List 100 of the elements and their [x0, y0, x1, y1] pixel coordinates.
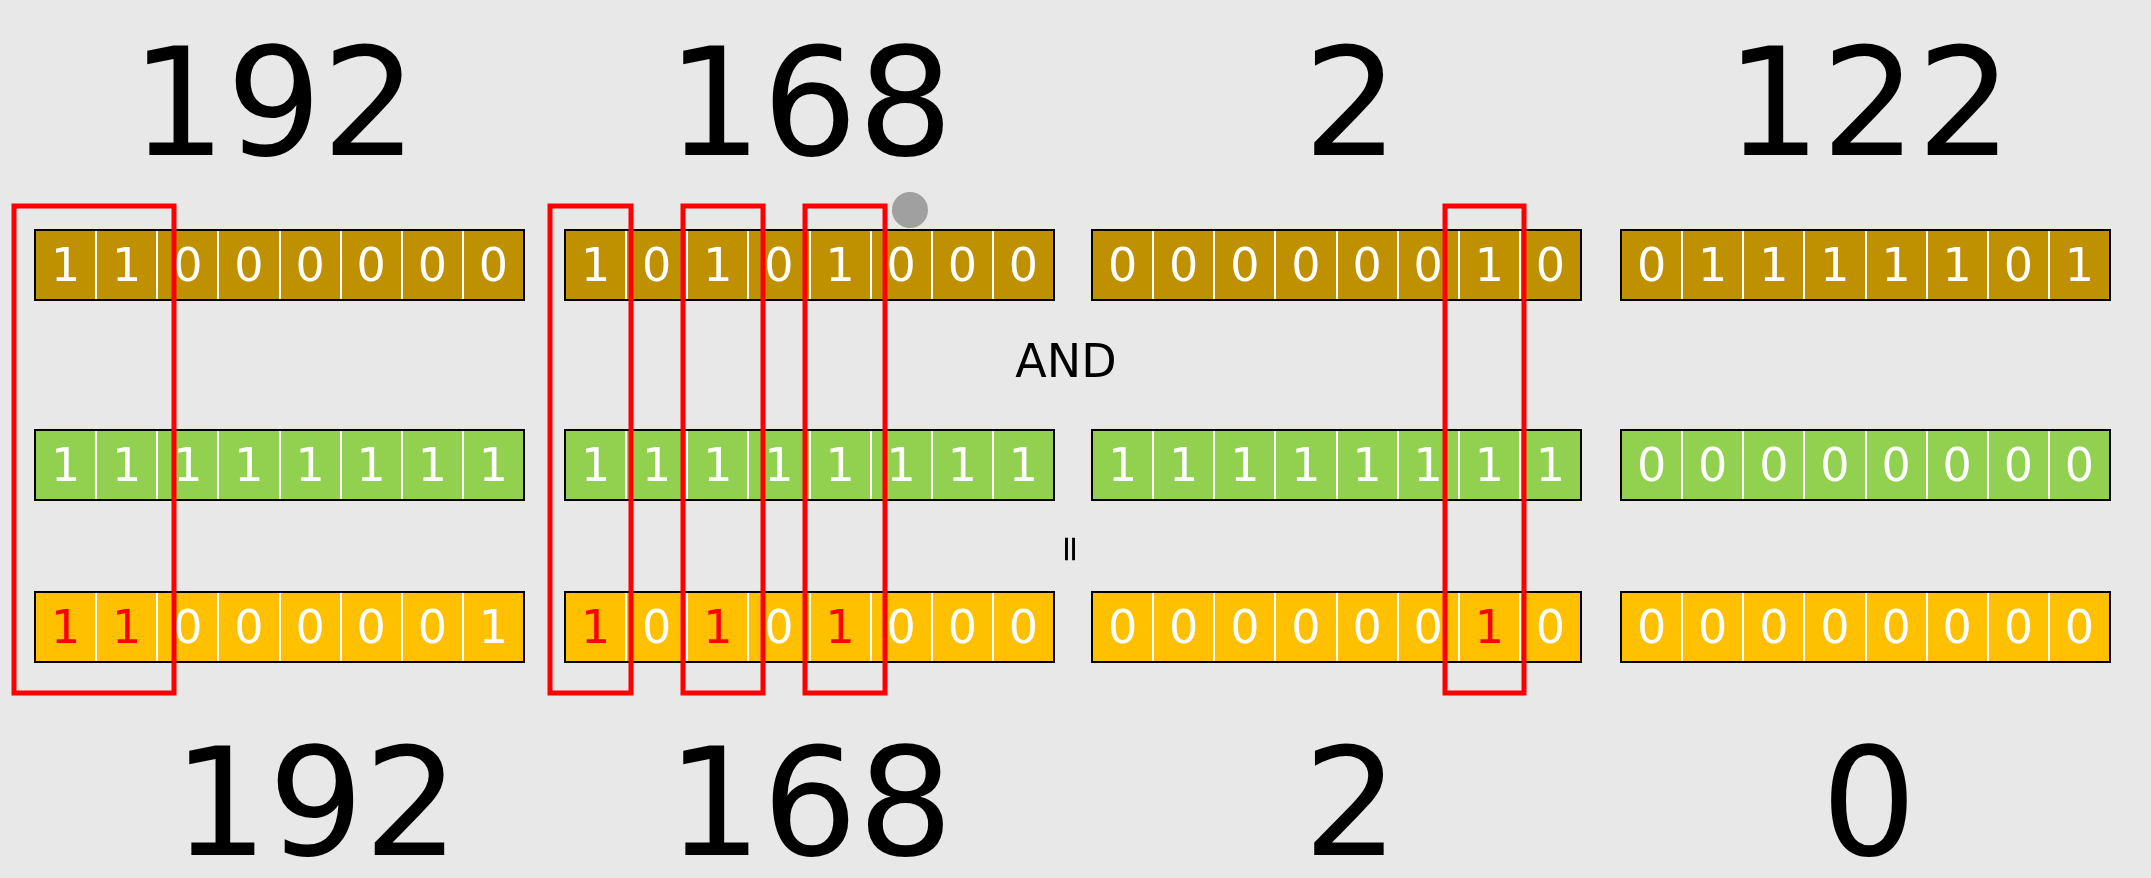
result-bar — [1091, 591, 1582, 663]
bit-digit: 0 — [1291, 600, 1321, 654]
bit-digit: 1 — [295, 438, 325, 492]
bit-digit: 0 — [1107, 238, 1138, 292]
bit-digit: 0 — [2003, 438, 2033, 492]
bit-digit: 1 — [1474, 600, 1504, 654]
bit-digit: 1 — [1352, 438, 1382, 492]
bit-digit: 0 — [1942, 600, 1972, 654]
bit-digit: 0 — [1008, 600, 1039, 654]
bit-digit: 0 — [1169, 600, 1199, 654]
address-bar — [1091, 229, 1582, 301]
bit-digit: 1 — [112, 238, 142, 292]
bit-digit: 0 — [947, 600, 977, 654]
bit-digit: 0 — [1942, 438, 1972, 492]
bit-digit: 0 — [764, 600, 794, 654]
bit-digit: 1 — [478, 600, 509, 654]
bit-digit: 1 — [1169, 438, 1199, 492]
bit-digit: 1 — [703, 438, 733, 492]
bit-digit: 0 — [764, 238, 794, 292]
bit-digit: 0 — [1230, 238, 1260, 292]
bit-digit: 1 — [112, 600, 142, 654]
bit-digit: 0 — [1352, 600, 1382, 654]
bit-digit: 1 — [642, 438, 672, 492]
result-bar — [1620, 591, 2111, 663]
bit-digit: 0 — [234, 600, 264, 654]
bit-digit: 0 — [234, 238, 264, 292]
bit-digit: 1 — [417, 438, 447, 492]
octet-value: 192 — [130, 28, 418, 178]
bit-digit: 0 — [1636, 438, 1667, 492]
bit-digit: 1 — [1107, 438, 1138, 492]
bit-digit: 0 — [1291, 238, 1321, 292]
bit-digit: 1 — [580, 238, 611, 292]
bit-digit: 1 — [50, 238, 81, 292]
bit-digit: 1 — [703, 600, 733, 654]
bit-digit: 0 — [1535, 600, 1566, 654]
bit-digit: 0 — [947, 238, 977, 292]
bit-digit: 1 — [1291, 438, 1321, 492]
bit-digit: 0 — [1698, 600, 1728, 654]
bit-digit: 0 — [642, 238, 672, 292]
bit-digit: 0 — [1698, 438, 1728, 492]
mask-bar — [564, 429, 1055, 501]
bit-digit: 1 — [50, 438, 81, 492]
bit-digit: 1 — [1698, 238, 1728, 292]
bit-digit: 1 — [825, 438, 855, 492]
bit-digit: 1 — [947, 438, 977, 492]
bit-digit: 0 — [295, 600, 325, 654]
bit-digit: 1 — [1820, 238, 1850, 292]
equals-sign: = — [1053, 533, 1089, 565]
bit-digit: 1 — [112, 438, 142, 492]
bit-digit: 0 — [1759, 438, 1789, 492]
bit-digit: 0 — [2064, 600, 2095, 654]
mask-bar — [1620, 429, 2111, 501]
bit-digit: 1 — [356, 438, 386, 492]
bit-digit: 0 — [173, 600, 203, 654]
bit-digit: 0 — [1008, 238, 1039, 292]
bit-digit: 1 — [1942, 238, 1972, 292]
bit-digit: 1 — [2064, 238, 2095, 292]
bit-digit: 0 — [1169, 238, 1199, 292]
bit-digit: 0 — [1759, 600, 1789, 654]
octet-value: 192 — [172, 728, 460, 878]
bit-digit: 0 — [478, 238, 509, 292]
result-bar — [34, 591, 525, 663]
bit-digit: 0 — [1881, 600, 1911, 654]
bit-digit: 1 — [1008, 438, 1039, 492]
bit-digit: 0 — [417, 238, 447, 292]
bit-digit: 1 — [1474, 238, 1504, 292]
bit-digit: 0 — [173, 238, 203, 292]
bit-digit: 0 — [886, 238, 916, 292]
bit-digit: 1 — [478, 438, 509, 492]
octet-value: 0 — [1821, 728, 1917, 878]
bit-digit: 1 — [825, 238, 855, 292]
bit-digit: 1 — [1759, 238, 1789, 292]
bit-digit: 1 — [825, 600, 855, 654]
bit-digit: 0 — [2003, 238, 2033, 292]
bit-digit: 1 — [764, 438, 794, 492]
bit-digit: 0 — [1107, 600, 1138, 654]
mask-bar — [34, 429, 525, 501]
bit-digit: 1 — [580, 600, 611, 654]
bit-digit: 0 — [1413, 238, 1443, 292]
bit-digit: 0 — [1881, 438, 1911, 492]
bit-digit: 0 — [1352, 238, 1382, 292]
address-bar — [1620, 229, 2111, 301]
bit-digit: 0 — [1230, 600, 1260, 654]
octet-value: 2 — [1303, 28, 1399, 178]
bit-digit: 0 — [2003, 600, 2033, 654]
bit-digit: 0 — [1820, 438, 1850, 492]
result-bar — [564, 591, 1055, 663]
address-bar — [34, 229, 525, 301]
bit-digit: 0 — [886, 600, 916, 654]
octet-value: 168 — [666, 28, 954, 178]
mask-bar — [1091, 429, 1582, 501]
bit-digit: 0 — [642, 600, 672, 654]
octet-value: 168 — [666, 728, 954, 878]
bit-digit: 1 — [1474, 438, 1504, 492]
operator-label: AND — [1015, 338, 1117, 384]
address-bar — [564, 229, 1055, 301]
bit-digit: 0 — [1820, 600, 1850, 654]
bit-digit: 1 — [1413, 438, 1443, 492]
bit-digit: 1 — [173, 438, 203, 492]
bit-digit: 0 — [1535, 238, 1566, 292]
